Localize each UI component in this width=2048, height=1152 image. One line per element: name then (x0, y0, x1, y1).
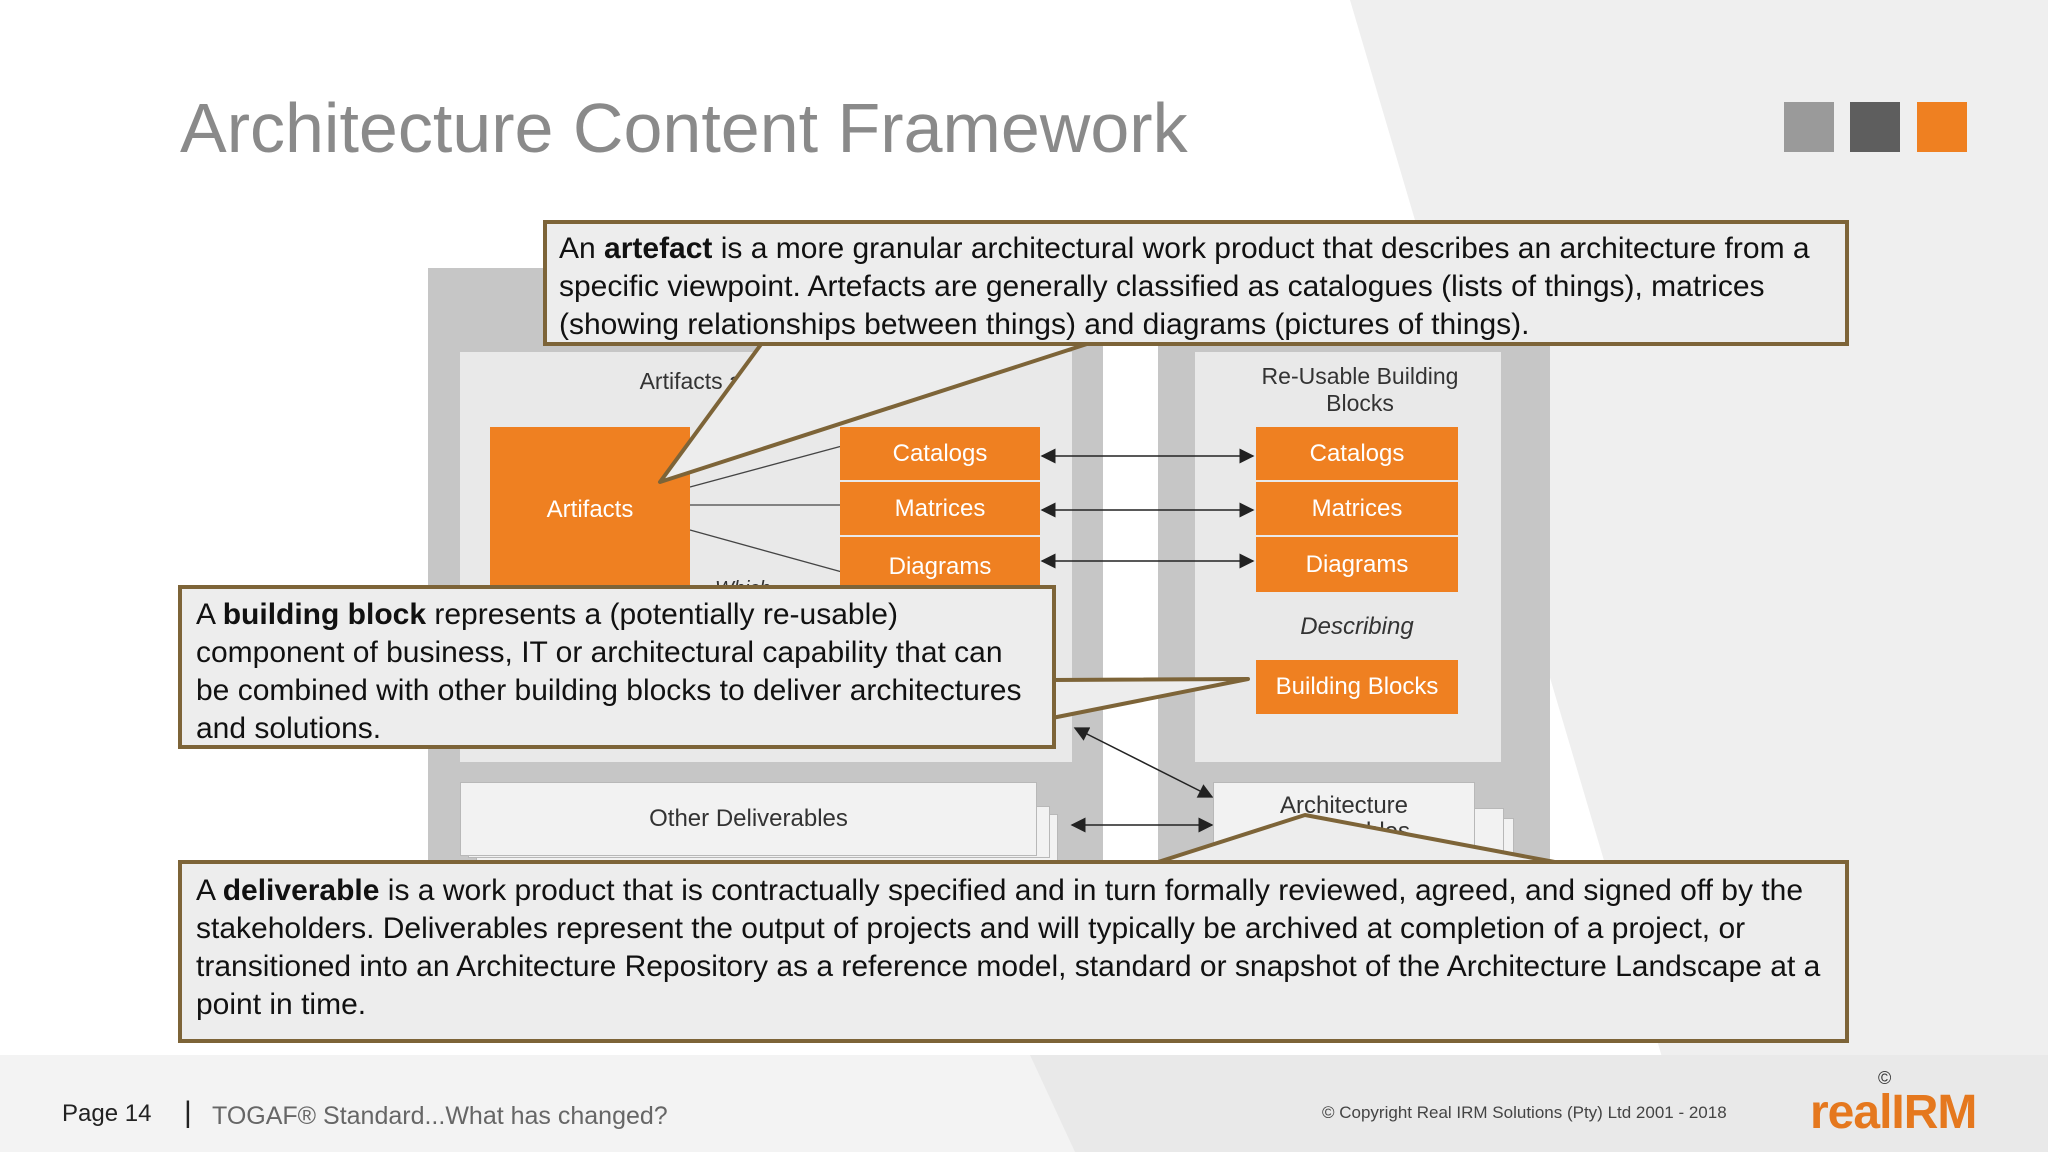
logo-copyright-mark: © (1878, 1068, 1892, 1088)
deliverable-callout-before: A (196, 874, 223, 907)
page-number: Page 14 (62, 1100, 152, 1127)
artefact-callout-term: artefact (604, 232, 713, 265)
building-block-callout-body: represents a (potentially re-usable) com… (196, 598, 1022, 745)
realirm-logo: realIRM (1810, 1086, 1977, 1139)
artefact-callout-tail (658, 341, 1092, 484)
footer-subtitle: TOGAF® Standard...What has changed? (212, 1102, 668, 1130)
right-matrices-box: Matrices (1256, 482, 1458, 535)
right-panel-title: Re-Usable Building Blocks (1261, 363, 1459, 416)
artefact-callout-body: is a more granular architectural work pr… (559, 232, 1810, 341)
decor-square-orange (1917, 102, 1967, 152)
left-catalogs-box: Catalogs (840, 427, 1040, 480)
describing-label: Describing (1300, 613, 1414, 640)
footer-diagonal (1030, 1055, 2048, 1152)
page-title: Architecture Content Framework (180, 89, 1188, 167)
right-catalogs-box: Catalogs (1256, 427, 1458, 480)
right-diagrams-box: Diagrams (1256, 537, 1458, 592)
building-block-callout-before: A (196, 598, 223, 631)
building-block-callout-term: building block (222, 598, 427, 631)
artefact-callout: An artefact is a more granular architect… (543, 220, 1849, 346)
artifacts-box: Artifacts (490, 427, 690, 592)
building-block-callout-tail (1050, 677, 1250, 720)
left-matrices-box: Matrices (840, 482, 1040, 535)
deliverable-callout: A deliverable is a work product that is … (178, 860, 1849, 1043)
deliverable-callout-term: deliverable (222, 874, 380, 907)
building-block-callout: A building block represents a (potential… (178, 585, 1056, 749)
decor-square-dark-grey (1850, 102, 1900, 152)
artefact-callout-before: An (559, 232, 605, 265)
deliverable-callout-tail (1153, 813, 1562, 865)
footer-copyright: © Copyright Real IRM Solutions (Pty) Ltd… (1322, 1103, 1727, 1122)
footer-separator: | (184, 1096, 192, 1129)
building-blocks-box: Building Blocks (1256, 660, 1458, 714)
decor-square-light-grey (1784, 102, 1834, 152)
deliverable-callout-body: is a work product that is contractually … (196, 874, 1821, 1021)
other-deliverables-box: Other Deliverables (460, 782, 1037, 856)
